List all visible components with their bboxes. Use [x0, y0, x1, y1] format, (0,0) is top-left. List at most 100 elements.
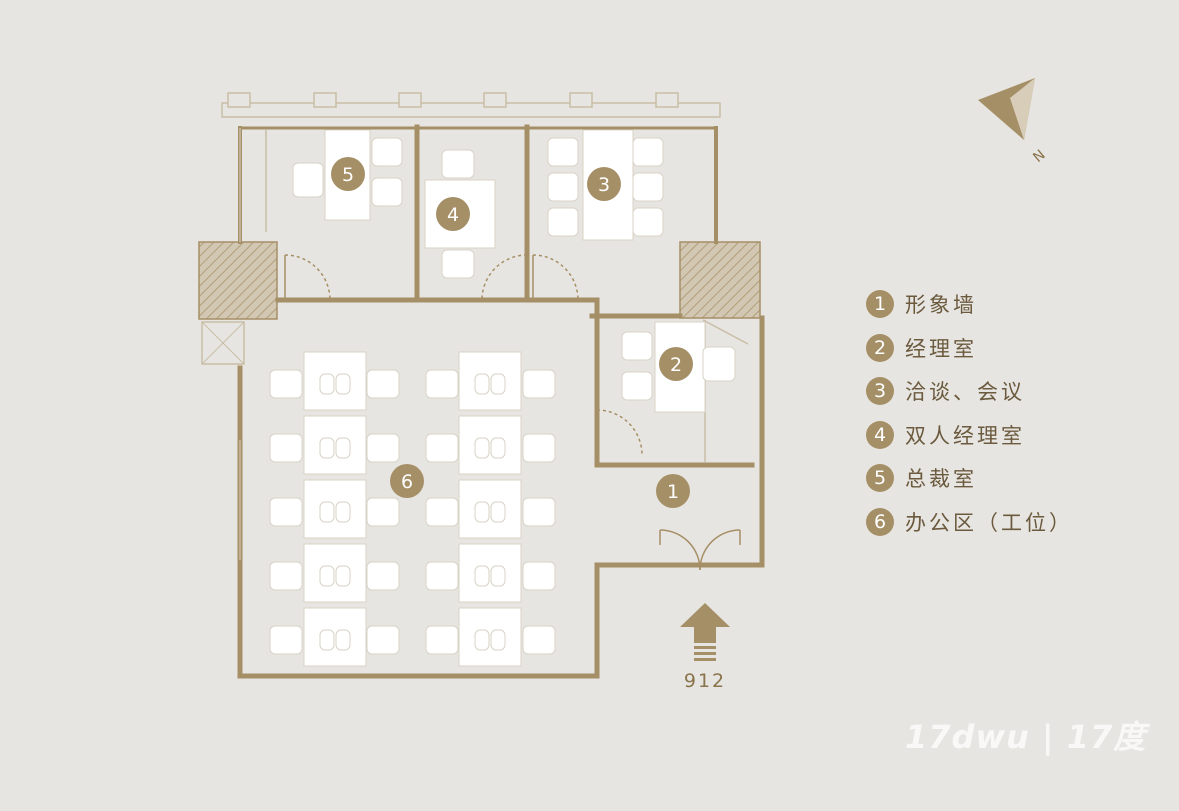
chair: [335, 437, 351, 459]
chair: [547, 207, 579, 237]
chair: [547, 137, 579, 167]
svg-text:3: 3: [598, 174, 610, 196]
chair: [335, 373, 351, 395]
legend-badge: 1: [866, 290, 894, 318]
chair: [269, 497, 303, 527]
furniture: [269, 129, 736, 667]
chair: [474, 565, 490, 587]
chair: [335, 501, 351, 523]
chair: [547, 172, 579, 202]
desk: [458, 415, 522, 475]
svg-text:1: 1: [667, 481, 679, 503]
chair: [522, 433, 556, 463]
chair: [319, 629, 335, 651]
chair: [292, 162, 324, 198]
chair: [269, 625, 303, 655]
chair: [490, 437, 506, 459]
chair: [269, 433, 303, 463]
entrance-arrow-icon: [680, 603, 730, 661]
chair: [335, 629, 351, 651]
chair: [522, 625, 556, 655]
desk: [303, 479, 367, 539]
legend-label: 总裁室: [905, 467, 977, 491]
chair: [425, 369, 459, 399]
legend-item: 6 办公区（工位）: [866, 507, 1166, 536]
room-marker-1: 1: [656, 474, 690, 508]
structural-column-right: [679, 241, 761, 319]
room-marker-4: 4: [436, 197, 470, 231]
structural-column-left: [198, 241, 278, 320]
desk: [303, 415, 367, 475]
chair: [621, 331, 653, 361]
room-marker-2: 2: [659, 347, 693, 381]
chair: [474, 629, 490, 651]
desk: [303, 607, 367, 667]
legend-label: 双人经理室: [905, 423, 1025, 448]
chair: [269, 561, 303, 591]
chair: [632, 137, 664, 167]
chair: [632, 207, 664, 237]
svg-text:6: 6: [401, 471, 413, 493]
desk: [458, 351, 522, 411]
legend-badge: 5: [866, 464, 894, 492]
legend-item: 3 洽谈、会议: [866, 377, 1166, 405]
chair: [522, 561, 556, 591]
chair: [522, 369, 556, 399]
chair: [371, 137, 403, 167]
desk: [303, 543, 367, 603]
chair: [522, 497, 556, 527]
chair: [490, 565, 506, 587]
desk: [303, 351, 367, 411]
chair: [366, 369, 400, 399]
desk: [458, 543, 522, 603]
svg-text:4: 4: [447, 204, 459, 226]
legend: 1 形象墙 2 经理室 3 洽谈、会议 4 双人经理室 5 总裁室 6 办公区（…: [866, 290, 1166, 551]
shaft-box: [201, 321, 245, 365]
chair: [371, 177, 403, 207]
chair: [702, 346, 736, 382]
north-label: N: [1030, 147, 1048, 166]
chair: [425, 561, 459, 591]
chair: [425, 433, 459, 463]
chair: [425, 625, 459, 655]
chair: [441, 249, 475, 279]
north-compass-icon: N: [978, 78, 1049, 166]
chair: [425, 497, 459, 527]
legend-item: 4 双人经理室: [866, 420, 1166, 449]
room-marker-6: 6: [390, 464, 424, 498]
doors: [284, 254, 741, 571]
chair: [490, 629, 506, 651]
svg-text:5: 5: [342, 164, 354, 186]
desk: [458, 607, 522, 667]
chair: [490, 373, 506, 395]
chair: [335, 565, 351, 587]
room-marker-3: 3: [587, 167, 621, 201]
chair: [490, 501, 506, 523]
svg-text:2: 2: [670, 354, 682, 376]
legend-item: 5 总裁室: [866, 464, 1166, 492]
chair: [474, 373, 490, 395]
chair: [632, 172, 664, 202]
legend-label: 经理室: [905, 336, 977, 361]
chair: [621, 371, 653, 401]
chair: [366, 625, 400, 655]
chair: [366, 561, 400, 591]
chair: [474, 501, 490, 523]
legend-label: 洽谈、会议: [905, 380, 1025, 404]
legend-badge: 2: [866, 333, 894, 362]
desk: [458, 479, 522, 539]
legend-item: 2 经理室: [866, 333, 1166, 362]
chair: [441, 149, 475, 179]
legend-label: 办公区（工位）: [905, 510, 1073, 535]
chair: [319, 501, 335, 523]
legend-badge: 3: [866, 377, 894, 405]
legend-label: 形象墙: [905, 293, 977, 317]
legend-badge: 6: [866, 507, 894, 536]
window-frame: [221, 92, 721, 118]
chair: [269, 369, 303, 399]
chair: [366, 497, 400, 527]
entrance-label: 912: [683, 670, 727, 692]
legend-item: 1 形象墙: [866, 290, 1166, 318]
